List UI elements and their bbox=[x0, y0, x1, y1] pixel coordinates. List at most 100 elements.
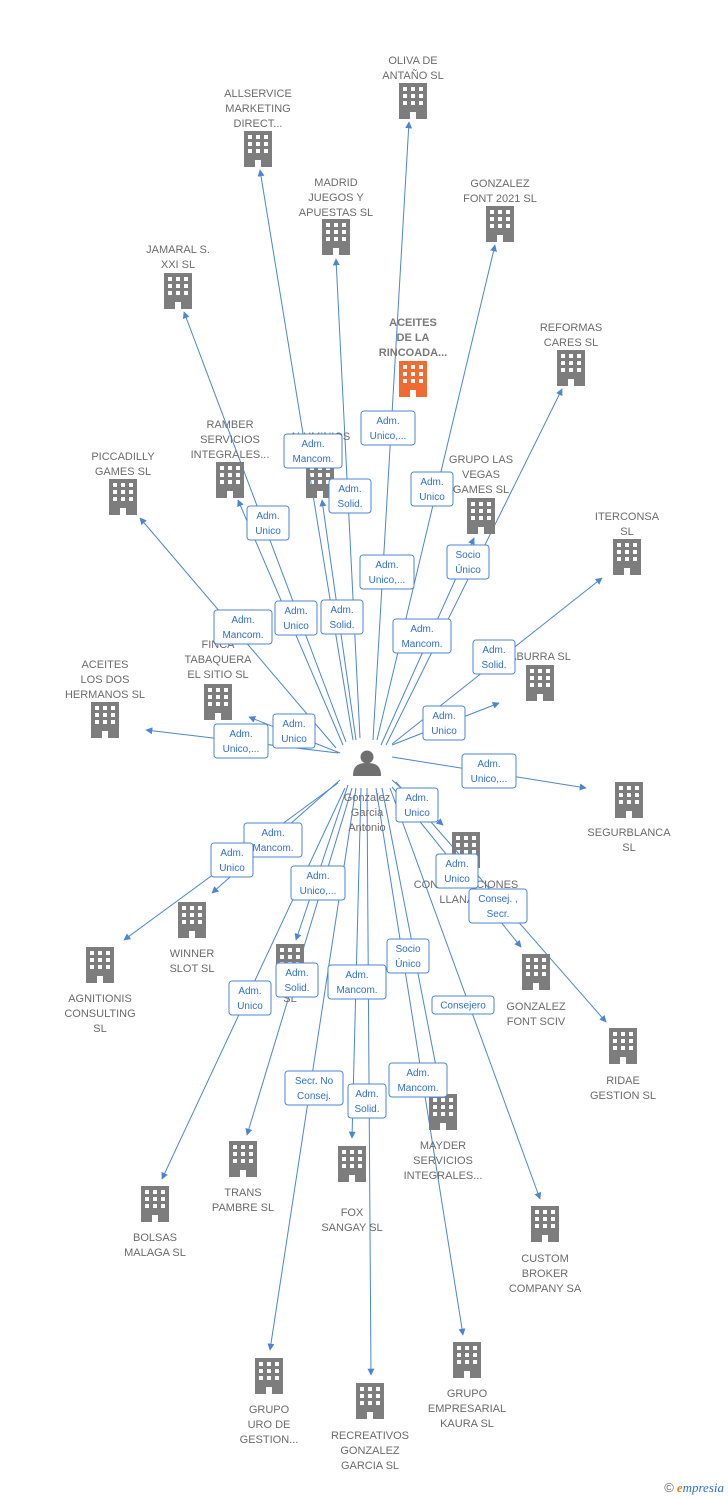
relation-label[interactable]: Adm.Mancom. bbox=[243, 822, 303, 858]
relation-label[interactable]: Consejero bbox=[431, 995, 495, 1015]
relation-label[interactable]: Adm.Unico bbox=[410, 471, 454, 507]
relation-label-box bbox=[386, 938, 430, 974]
edge-mayder bbox=[381, 787, 443, 1088]
company-label: JAMARAL S.XXI SL bbox=[146, 244, 210, 271]
relation-label[interactable]: Adm.Unico bbox=[228, 980, 272, 1016]
building-icon bbox=[86, 947, 114, 983]
relation-label[interactable]: Adm.Unico,... bbox=[360, 410, 416, 446]
building-icon bbox=[178, 902, 206, 938]
relation-label[interactable]: Adm.Unico bbox=[422, 705, 466, 741]
relation-label[interactable]: Consej. ,Secr. bbox=[468, 888, 528, 924]
relation-label[interactable]: Adm.Solid. bbox=[320, 599, 364, 635]
building-icon bbox=[609, 1028, 637, 1064]
relation-label-box bbox=[210, 842, 254, 878]
building-icon bbox=[255, 1358, 283, 1394]
relation-label[interactable]: Adm.Unico bbox=[272, 713, 316, 749]
footer-brand: ©empresia bbox=[664, 1480, 724, 1496]
building-icon bbox=[399, 361, 427, 397]
person-icon-head bbox=[360, 750, 374, 764]
relation-label[interactable]: Adm.Unico,... bbox=[359, 554, 415, 590]
relation-label[interactable]: Adm.Unico bbox=[395, 787, 439, 823]
relation-label-text: Adm.Solid. bbox=[337, 484, 362, 510]
relation-label[interactable]: Adm.Unico bbox=[435, 853, 479, 889]
relation-label[interactable]: Adm.Unico,... bbox=[290, 865, 346, 901]
relation-label-text: Adm.Unico bbox=[404, 793, 430, 819]
relation-label-text: Adm.Unico,... bbox=[370, 416, 407, 442]
relation-label-box bbox=[246, 505, 290, 541]
relation-label-box bbox=[327, 964, 387, 1000]
brand-logo[interactable]: empresia bbox=[676, 1480, 724, 1495]
relation-label[interactable]: Adm.Mancom. bbox=[392, 618, 452, 654]
relation-label[interactable]: Adm.Unico bbox=[210, 842, 254, 878]
relation-label[interactable]: Adm.Solid. bbox=[347, 1083, 387, 1119]
relation-label-box bbox=[388, 1062, 448, 1098]
relation-label-text: Adm.Unico bbox=[431, 711, 457, 737]
building-icon bbox=[141, 1186, 169, 1222]
edge-fox bbox=[348, 787, 362, 1139]
relation-label[interactable]: Adm.Solid. bbox=[472, 639, 516, 675]
relation-label[interactable]: Adm.Mancom. bbox=[283, 433, 343, 469]
building-icon bbox=[338, 1146, 366, 1182]
relation-label-box bbox=[360, 410, 416, 446]
relation-label-box bbox=[272, 713, 316, 749]
relation-label-text: Adm.Unico bbox=[281, 719, 307, 745]
relation-label[interactable]: Adm.Mancom. bbox=[327, 964, 387, 1000]
building-icon bbox=[557, 350, 585, 386]
relation-label-box bbox=[410, 471, 454, 507]
relation-label[interactable]: Adm.Unico,... bbox=[213, 723, 269, 759]
relation-label[interactable]: Adm.Solid. bbox=[275, 962, 319, 998]
company-node-aburra[interactable]: ABURRA SL bbox=[509, 651, 571, 701]
building-icon bbox=[615, 782, 643, 818]
relation-label-text: Adm.Solid. bbox=[329, 605, 354, 631]
relation-label[interactable]: Adm.Unico,... bbox=[461, 753, 517, 789]
relation-label-text: Adm.Solid. bbox=[481, 645, 506, 671]
relation-label[interactable]: Adm.Unico bbox=[246, 505, 290, 541]
relation-label[interactable]: Adm.Mancom. bbox=[213, 609, 273, 645]
relation-label-box bbox=[472, 639, 516, 675]
relation-label[interactable]: Adm.Unico bbox=[274, 600, 318, 636]
relation-label[interactable]: Adm.Mancom. bbox=[388, 1062, 448, 1098]
building-icon bbox=[613, 539, 641, 575]
building-icon bbox=[244, 131, 272, 167]
company-node-jamaral[interactable]: JAMARAL S.XXI SL bbox=[146, 244, 210, 309]
relation-label[interactable]: Adm.Solid. bbox=[328, 478, 372, 514]
building-icon bbox=[429, 1094, 457, 1130]
relation-label-box bbox=[392, 618, 452, 654]
